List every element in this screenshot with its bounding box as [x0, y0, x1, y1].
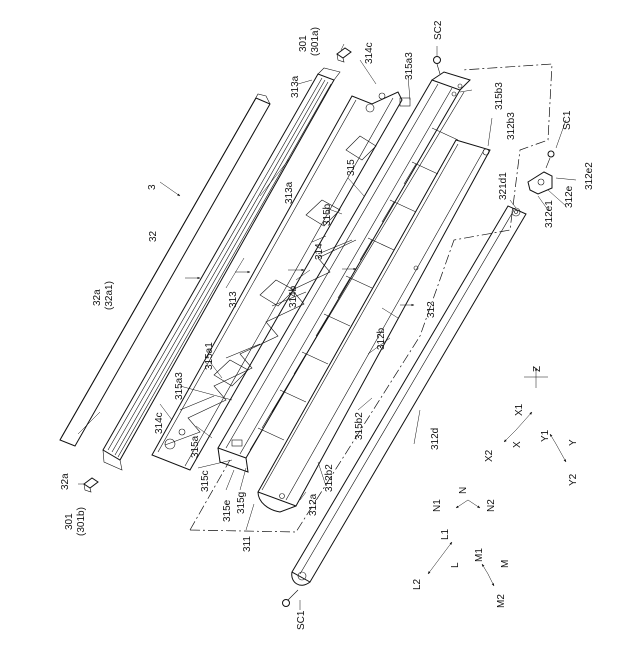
- label-315: 315: [346, 159, 357, 176]
- label-312e1: 312e1: [544, 200, 555, 228]
- label-314b: 314b: [288, 285, 299, 308]
- label-314c-top: 314c: [364, 42, 375, 64]
- label-315b: 315b: [322, 203, 333, 226]
- axis-m: [482, 564, 494, 586]
- label-315b2: 315b2: [354, 412, 365, 440]
- label-311: 311: [242, 536, 253, 552]
- label-32: 32: [148, 230, 159, 242]
- bracket-312e: [528, 172, 552, 194]
- axis-label-x2: X2: [484, 449, 495, 462]
- label-315c: 315c: [200, 470, 211, 492]
- rail-312d: [292, 206, 526, 585]
- axis-label-m: M: [500, 560, 511, 568]
- label-312d: 312d: [430, 428, 441, 450]
- label-sc2: SC2: [433, 20, 444, 40]
- axis-label-y1: Y1: [540, 429, 551, 442]
- label-315a1: 315a1: [204, 342, 215, 370]
- label-301b-sub: (301b): [76, 507, 87, 536]
- label-313a-top: 313a: [290, 75, 301, 98]
- axis-label-l: L: [450, 562, 461, 568]
- clip-301a: [337, 48, 351, 62]
- label-301b: 301: [64, 513, 75, 530]
- axis-label-l2: L2: [412, 578, 423, 590]
- label-312: 312: [426, 301, 437, 318]
- axis-label-x: X: [512, 441, 523, 448]
- screw-sc1-bottom: [283, 590, 299, 607]
- axis-label-n1: N1: [432, 499, 443, 512]
- label-312b2: 312b2: [324, 464, 335, 492]
- label-315a3-low: 315a3: [174, 372, 185, 400]
- label-312e2: 312e2: [584, 162, 595, 190]
- label-313: 313: [228, 291, 239, 308]
- axis-label-m1: M1: [474, 548, 485, 562]
- label-315a3-top: 315a3: [404, 52, 415, 80]
- axis-y: [550, 434, 566, 462]
- axis-n: [456, 500, 480, 508]
- axis-label-z: Z: [532, 366, 543, 372]
- label-312a: 312a: [308, 493, 319, 516]
- label-313a-mid: 313a: [284, 181, 295, 204]
- screw-sc1-top: [546, 151, 554, 168]
- label-32a1: (32a1): [104, 281, 115, 310]
- strip-32: [60, 94, 270, 446]
- label-312b3: 312b3: [506, 112, 517, 140]
- label-315a: 315a: [190, 435, 201, 458]
- screw-sc2: [434, 57, 441, 75]
- label-315e: 315e: [222, 499, 233, 522]
- clip-301b: [84, 478, 98, 492]
- label-315b3: 315b3: [494, 82, 505, 110]
- label-sc1-top: SC1: [562, 110, 573, 130]
- axis-label-l1: L1: [440, 528, 451, 540]
- ladder-315: [218, 72, 470, 472]
- label-314: 314: [314, 243, 325, 260]
- axis-label-y: Y: [568, 439, 579, 446]
- label-312b: 312b: [376, 327, 387, 350]
- axis-label-m2: M2: [496, 594, 507, 608]
- label-312e: 312e: [564, 185, 575, 208]
- reference-labels: SC2 301 (301a) 314c 315a3 315b3 312b3 31…: [60, 20, 595, 630]
- label-3: 3: [147, 184, 158, 190]
- axis-labels: Z X1 X X2 Y1 Y Y2 N1 N N2 L1 L L2 M1 M M…: [412, 366, 579, 608]
- label-314c-low: 314c: [154, 412, 165, 434]
- axis-label-x1: X1: [514, 403, 525, 416]
- axis-l: [428, 542, 452, 574]
- axis-label-n2: N2: [486, 499, 497, 512]
- label-321d1: 321d1: [498, 172, 509, 200]
- label-301a: 301: [298, 35, 309, 52]
- leader-lines: [78, 44, 576, 610]
- axis-label-n: N: [458, 487, 469, 494]
- label-315g: 315g: [236, 492, 247, 514]
- label-32a-upper: 32a: [92, 289, 103, 306]
- label-301a-sub: (301a): [310, 27, 321, 56]
- axis-label-y2: Y2: [568, 473, 579, 486]
- label-32a-lower: 32a: [60, 473, 71, 490]
- label-sc1-bottom: SC1: [296, 610, 307, 630]
